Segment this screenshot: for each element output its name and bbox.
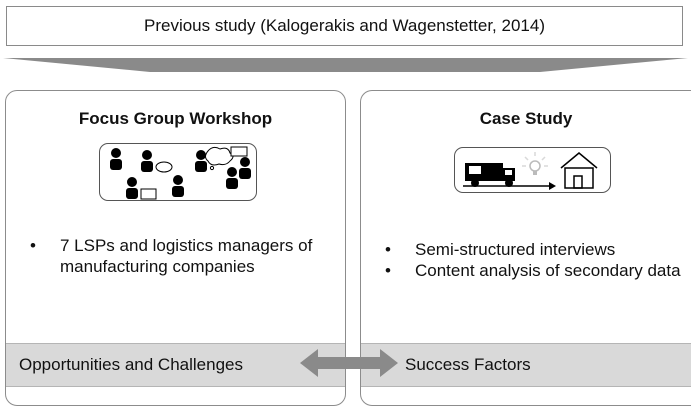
funnel-arrow-icon	[3, 58, 688, 72]
focus-group-bullet: 7 LSPs and logistics managers of manufac…	[26, 235, 345, 277]
case-study-title: Case Study	[479, 109, 573, 128]
focus-group-people-icon	[99, 143, 257, 201]
case-study-bullets: Semi-structured interviews Content analy…	[381, 239, 691, 281]
success-factors-label: Success Factors	[405, 355, 531, 374]
case-study-bullet: Content analysis of secondary data	[381, 260, 691, 281]
previous-study-text: Previous study (Kalogerakis and Wagenste…	[144, 16, 545, 35]
focus-group-panel: Focus Group Workshop 7 LSPs and logistic…	[5, 90, 346, 406]
opportunities-band: Opportunities and Challenges	[6, 343, 345, 387]
focus-group-bullets: 7 LSPs and logistics managers of manufac…	[26, 235, 345, 277]
case-study-panel: Case Study S	[360, 90, 691, 406]
case-study-bullet: Semi-structured interviews	[381, 239, 691, 260]
truck-lightbulb-house-icon	[454, 147, 611, 193]
double-arrow-icon	[300, 349, 398, 377]
previous-study-box: Previous study (Kalogerakis and Wagenste…	[6, 6, 683, 46]
focus-group-title: Focus Group Workshop	[78, 109, 273, 128]
success-factors-band: Success Factors	[361, 343, 691, 387]
opportunities-label: Opportunities and Challenges	[19, 355, 243, 374]
